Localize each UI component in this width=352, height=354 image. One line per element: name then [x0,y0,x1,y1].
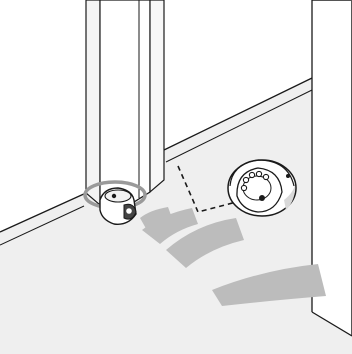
sensor-top [104,189,132,203]
baseboard-right [163,77,313,151]
vacuum-sensor-3-icon [255,170,263,178]
door-frame [85,0,165,213]
robot-vacuum [227,159,297,217]
baseboard-left-lower [0,205,85,246]
vacuum-sensor-5-icon [240,184,248,192]
vacuum-sensor-1-icon [242,176,250,184]
baseboard-left [0,192,87,233]
signal-waves [140,207,326,306]
signal-wave-2 [142,208,198,244]
dashed-path [177,165,245,213]
vacuum-sensor-4-icon [262,173,270,181]
vacuum-top-edge [229,159,295,187]
vacuum-indicator-icon [286,174,290,178]
baseboard-right-lower [165,89,313,163]
sensor-dot-icon [111,193,117,199]
pillar-front-face [99,0,151,213]
signal-wave-4 [212,264,326,306]
vacuum-sensor-2-icon [248,171,256,179]
dashed-route [177,165,245,213]
wall-sensor [83,180,147,225]
vacuum-shadow [284,184,296,210]
left-wall [0,0,86,232]
signal-wave-3 [166,218,244,268]
vacuum-lens-icon [259,195,265,201]
pillar-right-face [149,0,165,194]
right-floor-edge [311,311,352,337]
pillar-left-face [85,0,101,207]
right-wall [164,0,312,150]
sensor-lens-glint [126,208,132,214]
